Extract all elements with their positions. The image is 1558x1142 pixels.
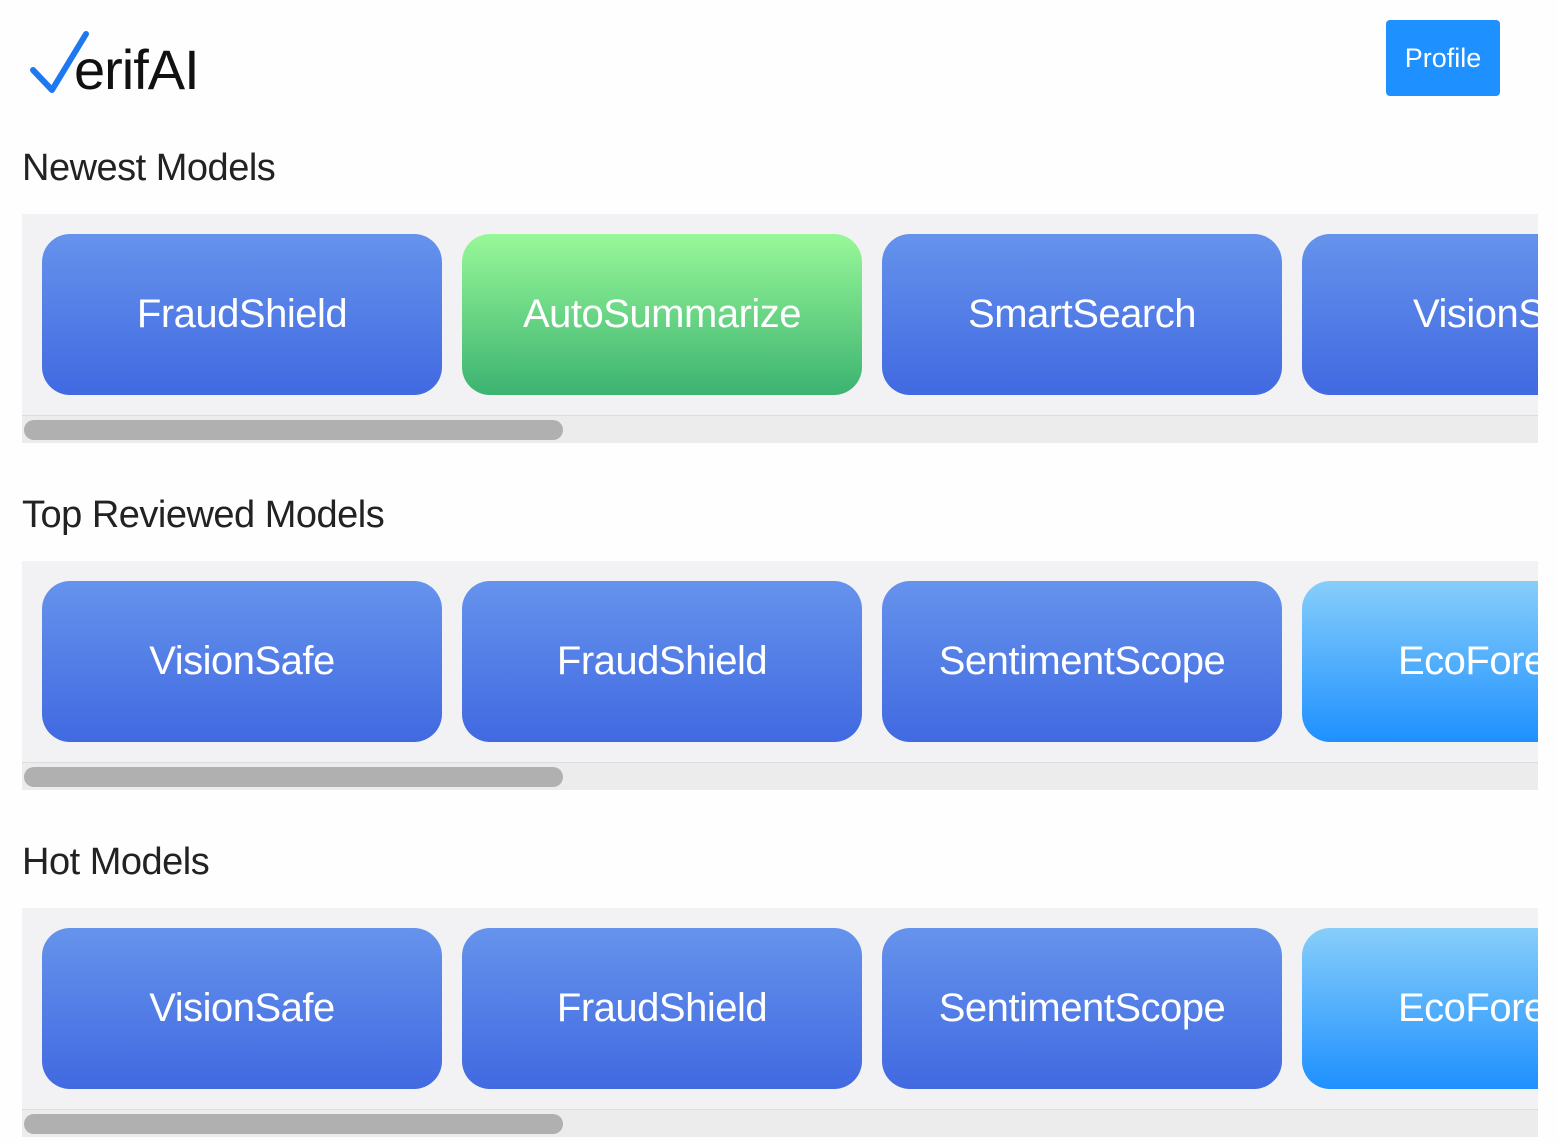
model-card[interactable]: AutoSummarize [462, 234, 862, 395]
section-title: Hot Models [22, 841, 210, 883]
horizontal-scrollbar[interactable] [22, 1109, 1538, 1137]
card-row: FraudShield AutoSummarize SmartSearch Vi… [42, 234, 1538, 395]
logo-text: erifAI [74, 38, 200, 101]
section-title: Top Reviewed Models [22, 494, 385, 536]
model-card[interactable]: VisionSafe [42, 581, 442, 742]
model-card[interactable]: SentimentScope [882, 928, 1282, 1089]
model-card[interactable]: VisionS [1302, 234, 1538, 395]
model-card[interactable]: FraudShield [42, 234, 442, 395]
scrollbar-thumb[interactable] [24, 1114, 563, 1134]
card-row: VisionSafe FraudShield SentimentScope Ec… [42, 928, 1538, 1089]
model-card[interactable]: SmartSearch [882, 234, 1282, 395]
section-title: Newest Models [22, 147, 276, 189]
model-card[interactable]: SentimentScope [882, 581, 1282, 742]
model-card[interactable]: EcoFore [1302, 928, 1538, 1089]
card-row: VisionSafe FraudShield SentimentScope Ec… [42, 581, 1538, 742]
horizontal-scrollbar[interactable] [22, 415, 1538, 443]
scrollbar-thumb[interactable] [24, 420, 563, 440]
model-card[interactable]: FraudShield [462, 581, 862, 742]
model-carousel[interactable]: FraudShield AutoSummarize SmartSearch Vi… [22, 214, 1538, 443]
verifai-logo[interactable]: erifAI [30, 28, 220, 100]
model-card[interactable]: VisionSafe [42, 928, 442, 1089]
header: erifAI Profile [0, 0, 1558, 130]
scrollbar-thumb[interactable] [24, 767, 563, 787]
profile-button[interactable]: Profile [1386, 20, 1500, 96]
model-carousel[interactable]: VisionSafe FraudShield SentimentScope Ec… [22, 561, 1538, 790]
model-card[interactable]: EcoFore [1302, 581, 1538, 742]
horizontal-scrollbar[interactable] [22, 762, 1538, 790]
model-card[interactable]: FraudShield [462, 928, 862, 1089]
model-carousel[interactable]: VisionSafe FraudShield SentimentScope Ec… [22, 908, 1538, 1137]
checkmark-icon [30, 31, 89, 93]
